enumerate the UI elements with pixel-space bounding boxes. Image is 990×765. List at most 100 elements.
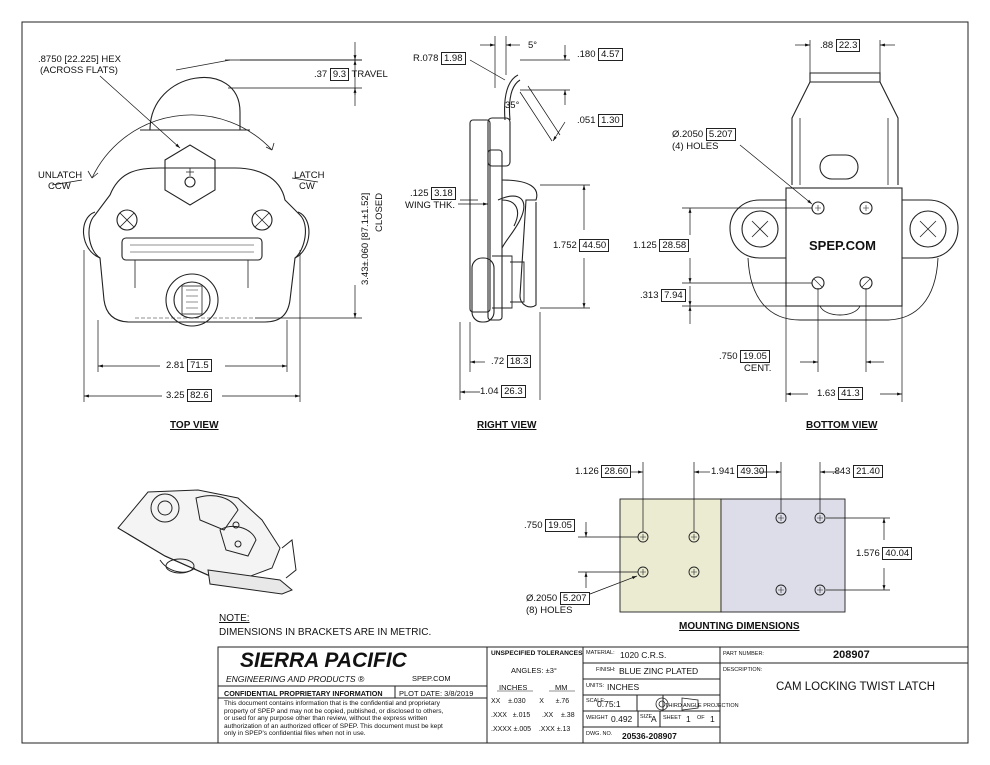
top-view-dimensions bbox=[51, 42, 362, 402]
disclaimer-line-2: property of SPEP and may not be copied, … bbox=[224, 707, 444, 715]
mount-1576-mm: 40.04 bbox=[882, 547, 913, 560]
size-label: SIZE bbox=[640, 714, 653, 720]
mount-1941-inch: 1.941 bbox=[711, 466, 735, 477]
mount-750: .750 19.05 bbox=[524, 519, 575, 532]
height-1125-mm: 28.58 bbox=[659, 239, 690, 252]
tolerance-row-3: .XXXX ±.005 .XXX ±.13 bbox=[491, 726, 570, 733]
radius-inch: R.078 bbox=[413, 53, 439, 64]
disclaimer-line-4: authorization of an authorized officer o… bbox=[224, 722, 443, 730]
description-label: DESCRIPTION: bbox=[723, 667, 763, 673]
mounting-panels bbox=[619, 498, 846, 613]
registered-mark: ® bbox=[357, 674, 365, 684]
height-1752-mm: 44.50 bbox=[579, 239, 610, 252]
confidential-heading: CONFIDENTIAL PROPRIETARY INFORMATION bbox=[224, 689, 383, 698]
website: SPEP.COM bbox=[412, 674, 451, 683]
mounting-dimensions bbox=[578, 462, 890, 595]
bottom-holes-inch: Ø.2050 bbox=[672, 129, 704, 140]
units-label: UNITS: bbox=[586, 683, 605, 689]
closed-label: CLOSED bbox=[374, 192, 385, 232]
material-label: MATERIAL: bbox=[586, 650, 615, 656]
travel-label: TRAVEL bbox=[351, 69, 388, 80]
tol-1-c: X bbox=[539, 698, 544, 705]
mount-750-mm: 19.05 bbox=[545, 519, 575, 532]
width-72-inch: .72 bbox=[491, 356, 505, 367]
isometric-view-drawing bbox=[117, 489, 297, 595]
company-subtitle: ENGINEERING AND PRODUCTS ® bbox=[226, 674, 364, 684]
bottom-view-dimensions bbox=[682, 40, 903, 402]
width-104-mm: 26.3 bbox=[501, 385, 526, 398]
bottom-holes-label: (4) HOLES bbox=[672, 141, 719, 152]
brand-stamp: SPEP.COM bbox=[809, 238, 876, 253]
bottom-top-mm: 22.3 bbox=[835, 39, 861, 52]
mount-1126-inch: 1.126 bbox=[575, 466, 599, 477]
mount-1941: 1.941 49.30 bbox=[711, 465, 768, 478]
right-view-title: RIGHT VIEW bbox=[477, 420, 537, 431]
material-value: 1020 C.R.S. bbox=[620, 650, 667, 660]
width-104: 1.04 26.3 bbox=[480, 385, 526, 398]
tol-2-d: ±.38 bbox=[561, 712, 575, 719]
units-value: INCHES bbox=[607, 682, 640, 692]
radius-mm: 1.98 bbox=[441, 52, 466, 65]
mount-holes-inch: Ø.2050 bbox=[526, 593, 558, 604]
hex-note: (ACROSS FLATS) bbox=[40, 65, 118, 76]
disclaimer-line-3: or used for any purpose other than revie… bbox=[224, 715, 428, 723]
mount-1576: 1.576 40.04 bbox=[856, 547, 913, 560]
width-mm: 71.5 bbox=[187, 359, 212, 372]
closed-dimension: 3.43±.060 [87.1±1.52] bbox=[360, 192, 371, 285]
scale-value: 0.75:1 bbox=[597, 699, 621, 709]
mounting-title: MOUNTING DIMENSIONS bbox=[679, 621, 800, 632]
dim-051-mm: 1.30 bbox=[598, 114, 623, 127]
travel-dimension: .37 9.3 TRAVEL bbox=[314, 68, 388, 81]
height-1125-inch: 1.125 bbox=[633, 240, 657, 251]
height-313: .313 7.94 bbox=[640, 289, 686, 302]
height-313-inch: .313 bbox=[640, 290, 659, 301]
overall-inch: 3.25 bbox=[166, 390, 185, 401]
disclaimer: This document contains information that … bbox=[224, 700, 443, 738]
height-1752: 1.752 44.50 bbox=[553, 239, 610, 252]
plot-date-value: 3/8/2019 bbox=[444, 689, 474, 698]
bottom-holes-mm: 5.207 bbox=[705, 128, 736, 141]
height-313-mm: 7.94 bbox=[661, 289, 686, 302]
width-72-mm: 18.3 bbox=[506, 355, 532, 368]
tol-1-b: ±.030 bbox=[508, 698, 526, 705]
width-163: 1.63 41.3 bbox=[817, 387, 863, 400]
description-value: CAM LOCKING TWIST LATCH bbox=[776, 681, 936, 693]
centers-inch: .750 bbox=[719, 351, 738, 362]
tol-3-d: ±.13 bbox=[556, 726, 571, 733]
tol-3-c: .XXX bbox=[538, 726, 555, 733]
mount-holes-mm: 5.207 bbox=[559, 592, 590, 605]
width-163-mm: 41.3 bbox=[838, 387, 863, 400]
centers-mm: 19.05 bbox=[740, 350, 770, 363]
mount-left-panel bbox=[619, 498, 722, 613]
note-text: DIMENSIONS IN BRACKETS ARE IN METRIC. bbox=[219, 627, 432, 638]
wing-inch: .125 bbox=[410, 188, 429, 199]
weight-label: WEIGHT bbox=[586, 715, 608, 721]
tol-2-b: ±.015 bbox=[512, 712, 531, 719]
mount-1126-mm: 28.60 bbox=[601, 465, 632, 478]
bottom-view-drawing bbox=[729, 72, 959, 321]
tol-2-a: .XXX bbox=[491, 712, 507, 719]
dwg-label: DWG. NO. bbox=[586, 731, 613, 737]
tol-1-d: ±.76 bbox=[555, 698, 570, 705]
bottom-top-width: .88 22.3 bbox=[820, 39, 861, 52]
company-name: SIERRA PACIFIC bbox=[240, 649, 407, 672]
mount-750-inch: .750 bbox=[524, 520, 543, 531]
travel-mm: 9.3 bbox=[329, 68, 350, 81]
width-inch: 2.81 bbox=[166, 360, 185, 371]
height-1752-inch: 1.752 bbox=[553, 240, 577, 251]
tolerance-mm-head: MM bbox=[555, 683, 568, 692]
part-number-value: 208907 bbox=[833, 649, 870, 661]
hex-dimension: .8750 [22.225] HEX bbox=[38, 54, 121, 65]
plot-date: PLOT DATE: 3/8/2019 bbox=[399, 689, 473, 698]
company-sub-text: ENGINEERING AND PRODUCTS bbox=[226, 674, 356, 684]
bottom-holes-dim: Ø.2050 5.207 bbox=[672, 128, 736, 141]
tolerance-title: UNSPECIFIED TOLERANCES bbox=[491, 650, 583, 657]
plot-date-label: PLOT DATE: bbox=[399, 689, 443, 698]
width-104-inch: 1.04 bbox=[480, 386, 499, 397]
travel-inch: .37 bbox=[314, 69, 328, 80]
overall-dimension: 3.25 82.6 bbox=[166, 389, 212, 402]
bottom-view-title: BOTTOM VIEW bbox=[806, 420, 878, 431]
part-number-label: PART NUMBER: bbox=[723, 651, 764, 657]
right-view-drawing bbox=[469, 74, 538, 323]
